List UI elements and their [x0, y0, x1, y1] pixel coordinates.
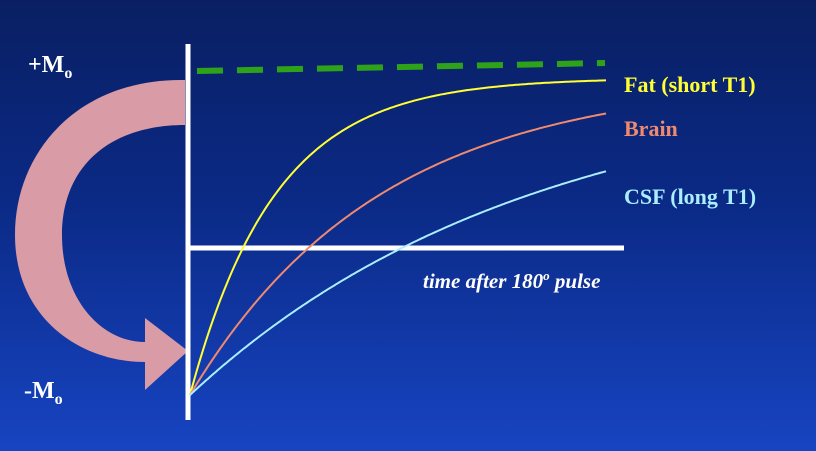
csf-curve — [189, 170, 607, 396]
time-axis-label: time after 180o pulse — [423, 268, 601, 293]
brain-label: Brain — [624, 116, 678, 141]
fat-label: Fat (short T1) — [624, 72, 756, 97]
equilibrium-line — [196, 60, 606, 74]
brain-curve — [189, 112, 607, 396]
inversion-arrow — [15, 79, 188, 391]
minus-mo-label: -Mo — [24, 378, 63, 408]
plus-mo-label: +Mo — [28, 52, 73, 82]
csf-label: CSF (long T1) — [624, 184, 757, 209]
fat-curve — [189, 79, 606, 396]
